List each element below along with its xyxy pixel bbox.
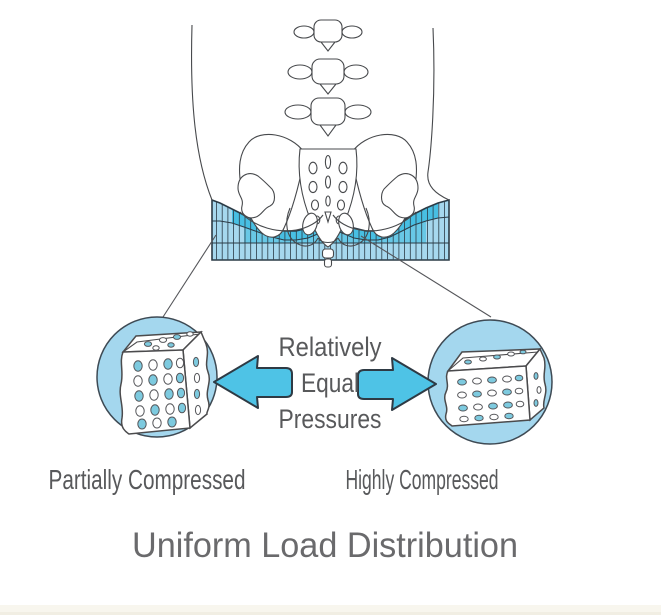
foam-pores [133, 331, 202, 430]
caption-highly-compressed: Highly Compressed [346, 464, 499, 495]
diagram-title: Uniform Load Distribution [132, 526, 518, 565]
connector-line-right [360, 235, 492, 318]
pressure-note: Relatively Equal Pressures [279, 332, 382, 434]
arrow-right-icon [357, 357, 437, 411]
foam-sample-high [443, 347, 547, 427]
pressure-note-line1: Relatively [279, 332, 382, 362]
foam-sample-partial [119, 330, 211, 435]
body-outline-left [190, 24, 213, 201]
pressure-note-line3: Pressures [279, 404, 382, 434]
pressure-note-line2: Equal [301, 368, 359, 398]
connector-line-left [162, 234, 217, 318]
lumbar-vertebrae [284, 19, 372, 137]
ischium-outline [286, 207, 370, 247]
footer-strip [0, 605, 661, 612]
body-outline-right [427, 27, 450, 201]
buttock-contours [239, 211, 417, 232]
footer-strip-edge [0, 612, 661, 615]
foam-pores [457, 349, 542, 423]
pelvis-illustration [190, 19, 450, 268]
arrow-left-icon [213, 355, 293, 409]
coccyx [321, 248, 335, 259]
caption-partially-compressed: Partially Compressed [49, 464, 246, 495]
femur-heads [237, 173, 419, 219]
